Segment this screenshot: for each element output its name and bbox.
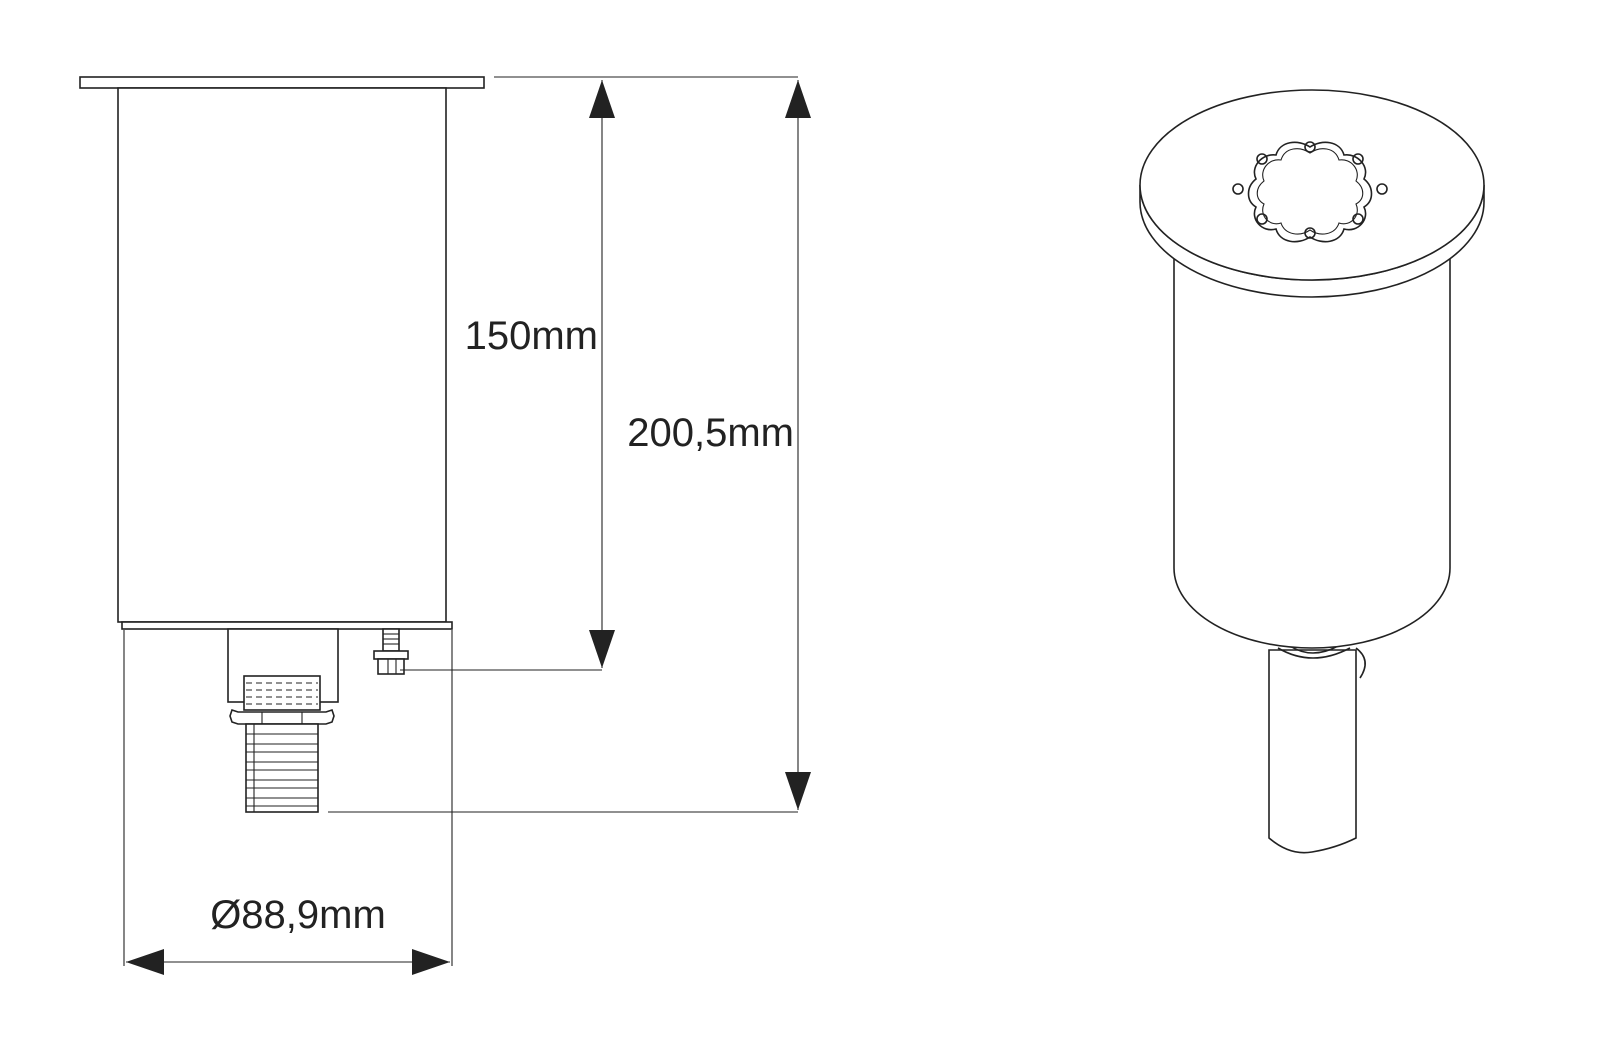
dimension-label-150mm: 150mm — [465, 314, 598, 358]
dimension-label-200-5mm: 200,5mm — [627, 411, 794, 455]
flower-cutout — [1232, 141, 1388, 243]
side-view — [79, 76, 485, 813]
dimension-lines — [123, 76, 811, 975]
dimension-label-diameter: Ø88,9mm — [210, 893, 386, 937]
arrow-down — [589, 630, 615, 668]
cable — [1268, 645, 1366, 854]
arrow-up — [785, 80, 811, 118]
top-flange — [79, 76, 485, 89]
arrow-right — [412, 949, 450, 975]
arrow-up — [589, 80, 615, 118]
earth-bolt — [373, 628, 409, 675]
flange-top — [1139, 89, 1485, 281]
arrow-left — [126, 949, 164, 975]
gland-nut — [229, 675, 335, 725]
bottom-rim — [121, 621, 453, 630]
hose-connector — [245, 723, 319, 813]
tube-body-3d — [1173, 251, 1451, 649]
perspective-view — [1139, 89, 1485, 854]
arrow-down — [785, 772, 811, 810]
tube-body — [117, 87, 447, 623]
